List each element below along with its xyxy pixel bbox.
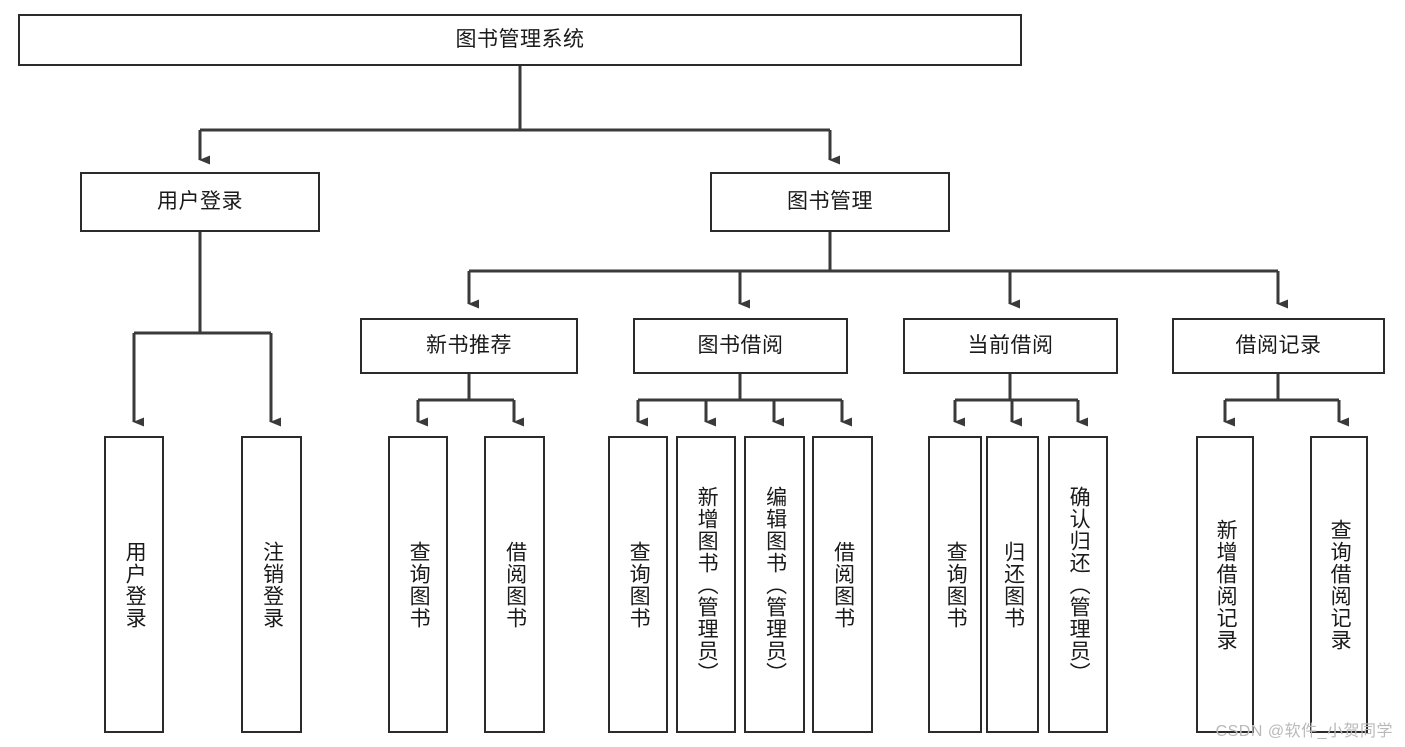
node-leaf-add-book-admin-label: 新增图书（管理员）	[695, 485, 719, 684]
node-book-borrow[interactable]: 图书借阅	[633, 318, 848, 374]
node-leaf-query-book-recommend[interactable]: 查询图书	[388, 436, 448, 733]
node-leaf-user-login[interactable]: 用户登录	[104, 436, 164, 733]
connectors-book-borrow-to-leaves	[636, 374, 852, 427]
watermark-text: CSDN @软件_小贺同学	[1215, 723, 1393, 740]
node-leaf-user-logout-label: 注销登录	[260, 540, 284, 629]
node-new-book-recommend[interactable]: 新书推荐	[360, 318, 578, 374]
node-leaf-confirm-return-admin[interactable]: 确认归还（管理员）	[1048, 436, 1108, 733]
node-leaf-query-book-borrow[interactable]: 查询图书	[608, 436, 668, 733]
node-leaf-borrow-book-recommend[interactable]: 借阅图书	[484, 436, 545, 733]
connectors-new-book-recommend-to-leaves	[416, 374, 524, 427]
node-leaf-add-borrow-record-label: 新增借阅记录	[1214, 518, 1238, 651]
node-user-login[interactable]: 用户登录	[80, 172, 320, 232]
connectors-current-borrow-to-leaves	[953, 374, 1088, 427]
node-root-label: 图书管理系统	[455, 28, 585, 52]
node-leaf-user-logout[interactable]: 注销登录	[241, 436, 302, 733]
node-leaf-confirm-return-admin-label: 确认归还（管理员）	[1067, 485, 1091, 684]
node-leaf-query-book-current[interactable]: 查询图书	[928, 436, 982, 733]
node-user-login-label: 用户登录	[157, 190, 243, 214]
node-book-borrow-label: 图书借阅	[697, 334, 784, 358]
node-leaf-add-borrow-record[interactable]: 新增借阅记录	[1196, 436, 1254, 733]
connectors-borrow-record-to-leaves	[1223, 374, 1349, 427]
node-leaf-return-book[interactable]: 归还图书	[986, 436, 1039, 733]
node-leaf-borrow-book[interactable]: 借阅图书	[812, 436, 873, 733]
node-leaf-edit-book-admin-label: 编辑图书（管理员）	[763, 485, 787, 684]
node-leaf-query-book-current-label: 查询图书	[944, 540, 968, 629]
node-book-manage-label: 图书管理	[787, 190, 873, 214]
node-leaf-return-book-label: 归还图书	[1001, 540, 1025, 629]
node-leaf-edit-book-admin[interactable]: 编辑图书（管理员）	[744, 436, 805, 733]
node-leaf-query-borrow-record-label: 查询借阅记录	[1328, 518, 1352, 651]
node-root[interactable]: 图书管理系统	[18, 14, 1022, 66]
node-borrow-record[interactable]: 借阅记录	[1172, 318, 1385, 374]
node-leaf-add-book-admin[interactable]: 新增图书（管理员）	[676, 436, 736, 733]
node-borrow-record-label: 借阅记录	[1235, 334, 1322, 358]
node-leaf-borrow-book-label: 借阅图书	[831, 540, 855, 629]
node-book-manage[interactable]: 图书管理	[710, 172, 950, 232]
connectors-root-to-level2	[198, 66, 840, 165]
node-leaf-query-book-borrow-label: 查询图书	[627, 540, 651, 629]
connectors-book-manage-to-level3	[467, 232, 1288, 309]
node-leaf-query-book-recommend-label: 查询图书	[407, 540, 431, 629]
connectors-user-login-to-leaves	[132, 232, 281, 427]
node-current-borrow-label: 当前借阅	[967, 334, 1054, 358]
node-leaf-query-borrow-record[interactable]: 查询借阅记录	[1310, 436, 1368, 733]
node-current-borrow[interactable]: 当前借阅	[903, 318, 1118, 374]
node-leaf-user-login-label: 用户登录	[123, 540, 147, 629]
node-leaf-borrow-book-recommend-label: 借阅图书	[503, 540, 527, 629]
node-new-book-recommend-label: 新书推荐	[426, 334, 512, 358]
